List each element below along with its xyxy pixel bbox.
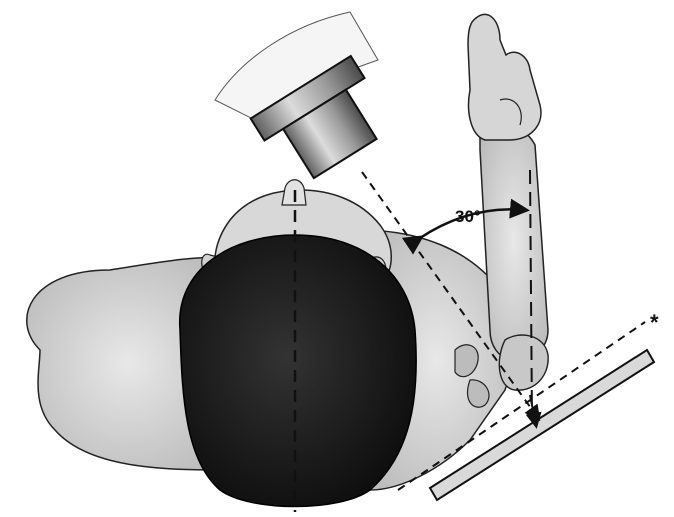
perpendicular-arrow <box>530 395 536 425</box>
hand <box>468 14 541 140</box>
x-ray-tube <box>215 12 395 190</box>
angle-label: 30° <box>455 207 481 226</box>
forearm <box>480 120 548 360</box>
elbow <box>499 335 548 390</box>
head-hair <box>180 235 417 507</box>
marker-label: * <box>650 310 659 335</box>
